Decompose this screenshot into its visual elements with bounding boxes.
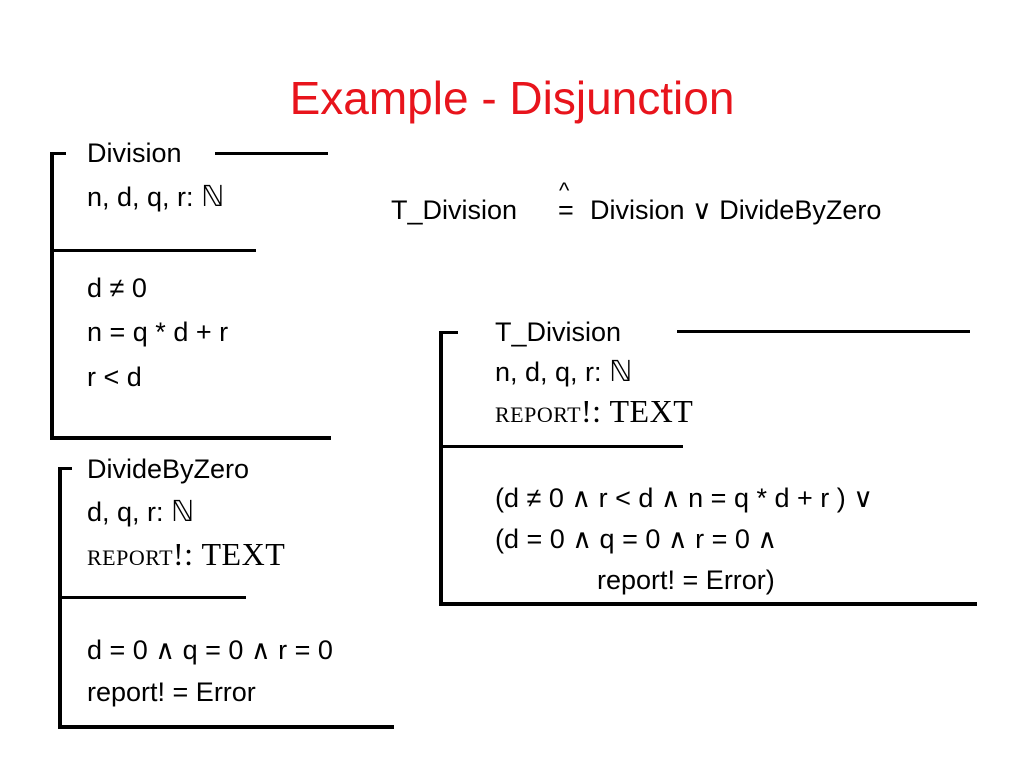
schema-division-left-border xyxy=(50,152,54,439)
schema-tdivision-left-border xyxy=(439,331,443,606)
schema-tdivision-top-line xyxy=(677,330,970,333)
schema-division-declaration: n, d, q, r: ℕ xyxy=(87,181,224,213)
schema-division-top-tick xyxy=(54,152,66,155)
schema-tdivision-top-tick xyxy=(443,331,458,334)
declaration-variables: d, q, r: xyxy=(87,497,172,527)
schema-dividebyzero-divider xyxy=(62,596,246,599)
schema-tdivision-predicate: (d ≠ 0 ∧ r < d ∧ n = q * d + r ) ∨ xyxy=(495,483,873,513)
definition-hat: ^ xyxy=(559,178,570,203)
schema-dividebyzero-name: DivideByZero xyxy=(87,454,250,484)
naturals-type: ℕ xyxy=(201,181,225,213)
slide-title: Example - Disjunction xyxy=(289,72,735,124)
schema-division-divider xyxy=(54,249,256,252)
schema-dividebyzero-left-border xyxy=(58,467,62,729)
schema-dividebyzero-top-tick xyxy=(62,467,72,470)
schema-tdivision-name: T_Division xyxy=(495,317,622,347)
definition-rhs: Division ∨ DivideByZero xyxy=(590,195,882,225)
declaration-variables: n, d, q, r: xyxy=(495,357,610,387)
schema-division-bottom-line xyxy=(50,436,331,440)
definition-equals: = xyxy=(558,194,574,226)
schema-tdivision-predicate: report! = Error) xyxy=(597,565,775,595)
schema-dividebyzero-declaration: d, q, r: ℕ xyxy=(87,496,194,528)
schema-dividebyzero-bottom-line xyxy=(58,725,394,729)
schema-division-predicate: d ≠ 0 xyxy=(87,273,147,303)
schema-tdivision-declaration: n, d, q, r: ℕ xyxy=(495,356,632,388)
schema-division-top-line xyxy=(215,152,328,155)
schema-division-predicate: r < d xyxy=(87,362,142,392)
schema-tdivision-bottom-line xyxy=(439,602,977,606)
schema-division-name: Division xyxy=(87,138,182,168)
naturals-type: ℕ xyxy=(609,356,633,388)
definition-lhs: T_Division xyxy=(391,195,518,225)
schema-division-predicate: n = q * d + r xyxy=(87,317,229,347)
schema-dividebyzero-predicate: report! = Error xyxy=(87,677,256,707)
definition-equals-sign: = xyxy=(558,195,574,225)
schema-dividebyzero-predicate: d = 0 ∧ q = 0 ∧ r = 0 xyxy=(87,635,333,665)
declaration-variables: n, d, q, r: xyxy=(87,182,202,212)
schema-tdivision-predicate: (d = 0 ∧ q = 0 ∧ r = 0 ∧ xyxy=(495,524,778,554)
schema-tdivision-divider xyxy=(443,445,683,448)
schema-dividebyzero-report-declaration: report!: TEXT xyxy=(87,536,286,572)
naturals-type: ℕ xyxy=(171,496,195,528)
schema-tdivision-report-declaration: report!: TEXT xyxy=(495,393,694,429)
